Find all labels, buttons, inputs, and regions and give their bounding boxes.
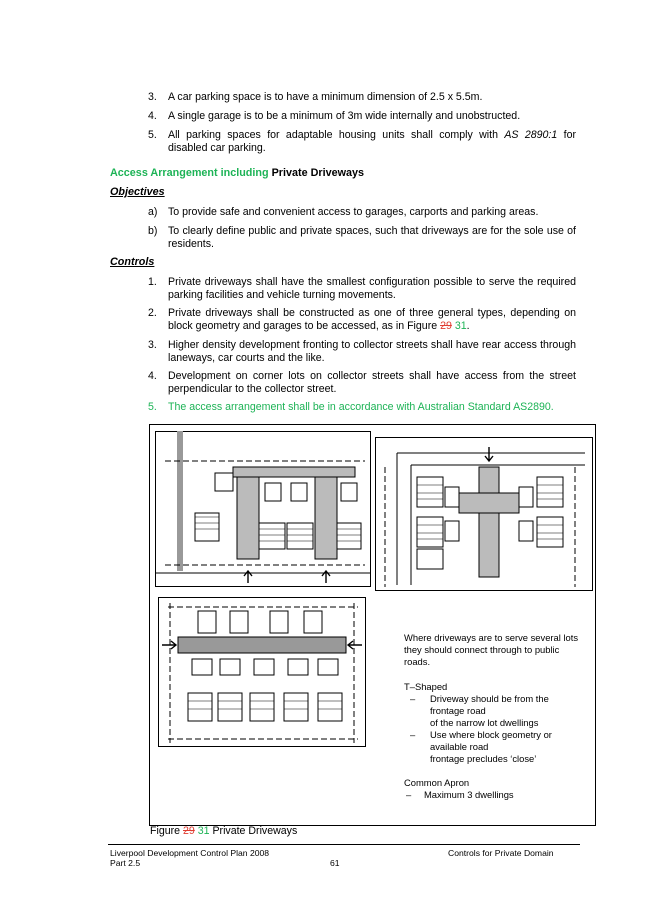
objective-b-text: To clearly define public and private spa… xyxy=(168,225,576,250)
footer-section: Controls for Private Domain xyxy=(448,848,554,858)
driveway-plan-top-left xyxy=(155,431,371,587)
footer-rule xyxy=(108,844,580,845)
control-3-text: Higher density development fronting to c… xyxy=(168,339,576,364)
list-text: All parking spaces for adaptable housing… xyxy=(168,129,576,154)
control-1-label: 1. xyxy=(148,276,157,288)
footer-document-title: Liverpool Development Control Plan 2008 xyxy=(110,848,270,858)
objective-a-text: To provide safe and convenient access to… xyxy=(168,206,539,218)
objectives-heading: Objectives xyxy=(110,186,165,198)
control-2-label: 2. xyxy=(148,307,157,319)
driveway-plan-top-right xyxy=(375,437,593,591)
control-4-text: Development on corner lots on collector … xyxy=(168,370,576,395)
section-heading: Access Arrangement including Private Dri… xyxy=(110,167,365,179)
control-2-text: Private driveways shall be constructed a… xyxy=(168,307,576,332)
control-1-text: Private driveways shall have the smalles… xyxy=(168,276,576,301)
control-5-text: The access arrangement shall be in accor… xyxy=(168,401,554,413)
legend-intro: Where driveways are to serve several lot… xyxy=(404,632,579,667)
list-text: A car parking space is to have a minimum… xyxy=(168,91,483,103)
list-number: 5. xyxy=(148,129,157,141)
control-4-label: 4. xyxy=(148,370,157,382)
list-number: 4. xyxy=(148,110,157,122)
list-text: A single garage is to be a minimum of 3m… xyxy=(168,110,521,122)
legend-common-apron-title: Common Apron xyxy=(404,777,470,788)
driveway-plan-bottom-left xyxy=(158,597,366,747)
legend-t-shaped-title: T–Shaped xyxy=(404,681,448,692)
control-5-label: 5. xyxy=(148,401,157,413)
control-3-label: 3. xyxy=(148,339,157,351)
objective-b-label: b) xyxy=(148,225,158,237)
controls-heading: Controls xyxy=(110,256,155,268)
footer-part: Part 2.5 xyxy=(110,858,141,868)
figure-frame xyxy=(149,424,596,826)
page-number: 61 xyxy=(330,858,340,868)
list-number: 3. xyxy=(148,91,157,103)
objective-a-label: a) xyxy=(148,206,158,218)
figure-caption: Figure 29 31 Private Driveways xyxy=(150,825,298,837)
